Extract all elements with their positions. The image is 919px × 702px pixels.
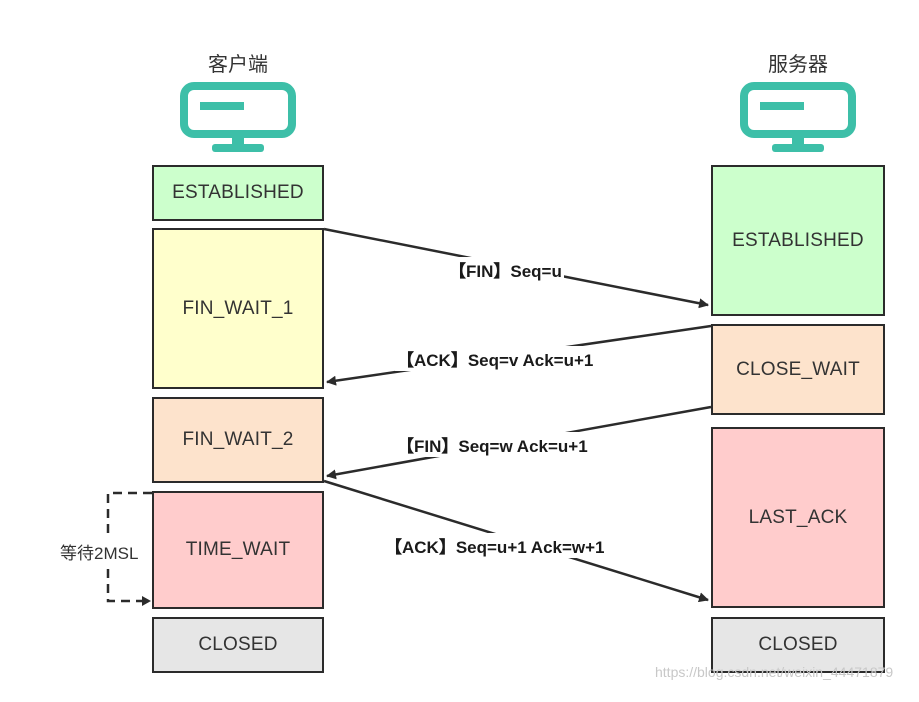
client-state-time-wait: TIME_WAIT — [152, 491, 324, 609]
server-title: 服务器 — [768, 54, 828, 76]
message-fin-2: 【FIN】Seq=w Ack=u+1 — [395, 432, 590, 457]
message-ack-2: 【ACK】Seq=u+1 Ack=w+1 — [383, 533, 607, 558]
client-state-closed: CLOSED — [152, 617, 324, 673]
watermark-url: https://blog.csdn.net/weixin_44471879 — [655, 664, 894, 680]
client-state-fin-wait-2: FIN_WAIT_2 — [152, 397, 324, 483]
server-state-closed: CLOSED — [711, 617, 885, 673]
client-title: 客户端 — [208, 54, 268, 76]
server-monitor-icon — [740, 82, 856, 152]
client-state-fin-wait-1: FIN_WAIT_1 — [152, 228, 324, 389]
message-ack-1: 【ACK】Seq=v Ack=u+1 — [395, 346, 596, 371]
server-state-last-ack: LAST_ACK — [711, 427, 885, 608]
server-state-close-wait: CLOSE_WAIT — [711, 324, 885, 415]
wait-2msl-label: 等待2MSL — [60, 539, 139, 564]
server-state-established: ESTABLISHED — [711, 165, 885, 316]
message-fin-1: 【FIN】Seq=u — [447, 257, 564, 282]
client-state-established: ESTABLISHED — [152, 165, 324, 221]
client-monitor-icon — [180, 82, 296, 152]
